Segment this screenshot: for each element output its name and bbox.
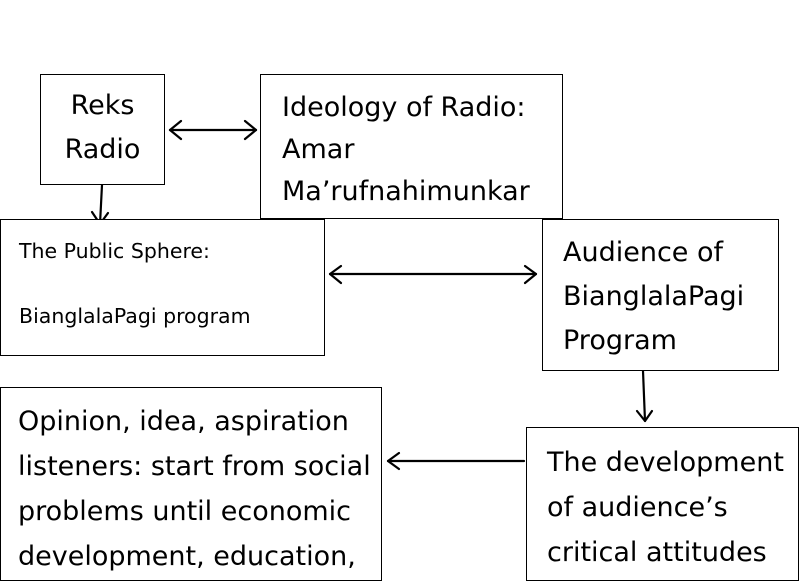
development-line-3: critical attitudes [547,537,767,568]
opinion-line-4: development, education, [18,541,356,572]
ideology-line-1: Ideology of Radio: [282,92,526,123]
opinion-line-1: Opinion, idea, aspiration [18,406,349,437]
ideology-box: Ideology of Radio: Amar Ma’rufnahimunkar [260,74,563,219]
reks-radio-box: Reks Radio [40,74,165,185]
public-sphere-box: The Public Sphere: BianglalaPagi program [0,219,325,356]
reks-radio-line-1: Reks [70,90,135,121]
audience-box: Audience of BianglalaPagi Program [542,219,779,371]
reks-radio-line-2: Radio [64,134,141,165]
development-line-2: of audience’s [547,492,728,523]
development-line-1: The development [547,447,784,478]
arrow-reks-ideology [168,119,258,141]
arrow-public-audience [328,264,538,285]
audience-line-2: BianglalaPagi [563,281,745,312]
audience-line-3: Program [563,325,677,356]
development-box: The development of audience’s critical a… [526,427,799,581]
ideology-line-3: Ma’rufnahimunkar [282,176,530,207]
ideology-line-2: Amar [282,134,355,165]
opinion-box: Opinion, idea, aspiration listeners: sta… [0,387,382,581]
arrow-development-opinion [386,451,526,471]
arrow-audience-development [635,369,654,423]
opinion-line-2: listeners: start from social [18,451,371,482]
public-sphere-line-1: The Public Sphere: [19,239,210,263]
opinion-line-3: problems until economic [18,496,352,527]
audience-line-1: Audience of [563,237,724,268]
public-sphere-line-2: BianglalaPagi program [19,304,251,328]
